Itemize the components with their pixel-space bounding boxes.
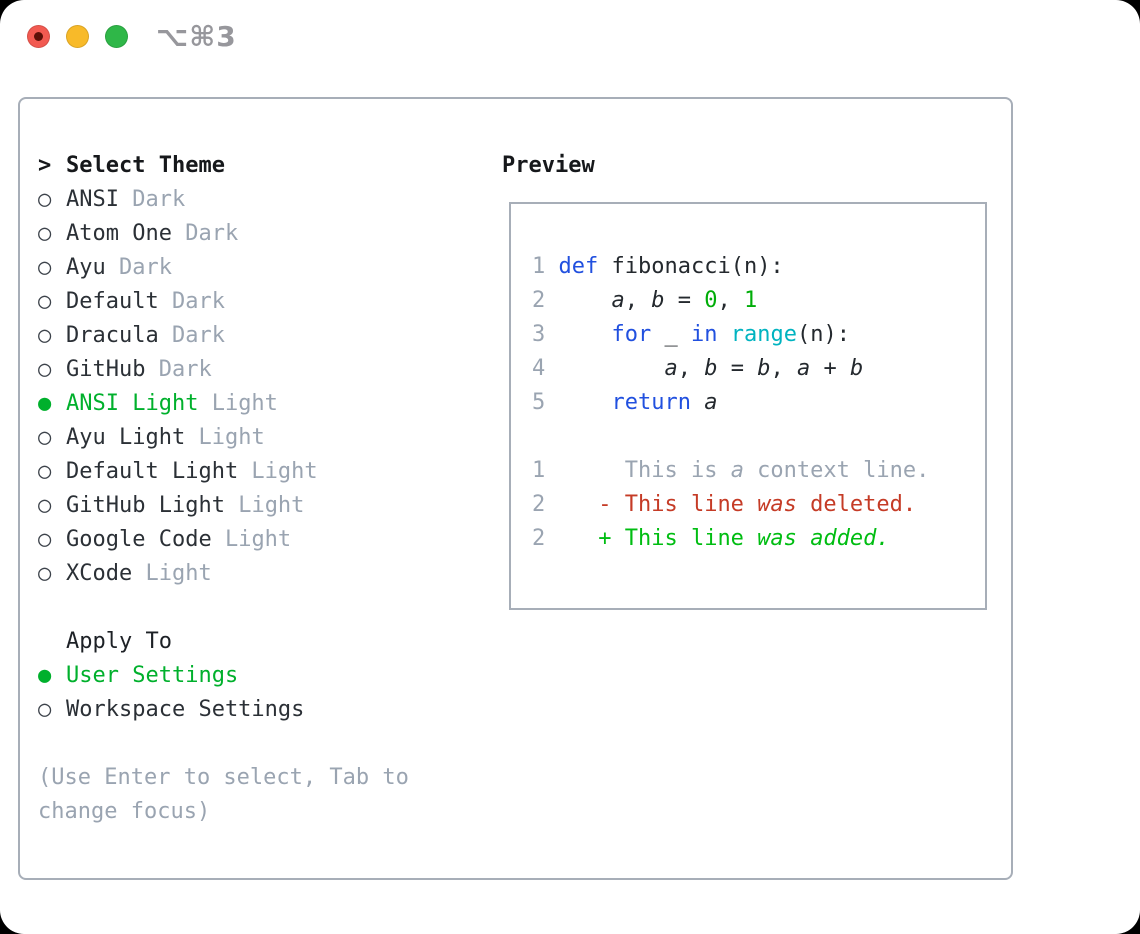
theme-name: Google Code [66,527,212,552]
theme-variant-tag: Light [211,527,292,552]
apply-to-header: Apply To [38,625,488,659]
preview-box: 1 def fibonacci(n): 2 a, b = 0, 1 3 for _ … [509,202,987,610]
code-line: 1 This is a context line. [532,458,930,483]
radio-unselected-icon: ○ [38,697,52,722]
select-theme-header: > Select Theme [38,149,488,183]
theme-name: Default Light [66,459,239,484]
spacer [38,591,488,625]
theme-variant-tag: Light [185,425,265,450]
code-line: 2 a, b = 0, 1 [532,288,758,313]
theme-name: Ayu [66,255,106,280]
theme-option-default-light[interactable]: ○ Default Light Light [38,455,488,489]
theme-variant-tag: Dark [158,323,225,348]
radio-unselected-icon: ○ [38,187,52,212]
code-line: 1 def fibonacci(n): [532,254,784,279]
radio-unselected-icon: ○ [38,561,52,586]
theme-name: Dracula [66,323,159,348]
theme-variant-tag: Dark [145,357,212,382]
radio-unselected-icon: ○ [38,527,52,552]
theme-variant-tag: Light [224,493,305,518]
theme-option-google-code[interactable]: ○ Google Code Light [38,523,488,557]
theme-option-github[interactable]: ○ GitHub Dark [38,353,488,387]
radio-selected-icon: ● [38,663,52,688]
code-line [532,420,929,454]
apply-option-workspace-settings[interactable]: ○ Workspace Settings [38,693,488,727]
radio-unselected-icon: ○ [38,357,52,382]
theme-list: ○ ANSI Dark ○ Atom One Dark ○ Ayu Dark ○ Defaul… [38,183,488,591]
theme-name: GitHub Light [66,493,225,518]
theme-picker-panel: > Select Theme ○ANSI Dark○Atom One Dark○… [18,97,1013,880]
radio-unselected-icon: ○ [38,425,52,450]
theme-variant-tag: Dark [118,187,186,212]
theme-variant-tag: Dark [105,255,172,280]
theme-select-column: > Select Theme ○ANSI Dark○Atom One Dark○… [38,149,488,829]
spacer [38,727,488,761]
radio-unselected-icon: ○ [38,459,52,484]
theme-variant-tag: Light [198,391,278,416]
theme-variant-tag: Light [132,561,212,586]
select-theme-title: Select Theme [66,153,225,178]
code-line: 4 a, b = b, a + b [532,356,864,381]
keyboard-shortcut-hint: ⌥⌘3 [156,20,237,53]
radio-unselected-icon: ○ [38,323,52,348]
help-text-line2: change focus) [38,799,211,824]
theme-variant-tag: Dark [158,289,225,314]
theme-name: GitHub [66,357,146,382]
close-icon[interactable] [27,25,50,48]
help-text-line1: (Use Enter to select, Tab to [38,765,409,790]
radio-unselected-icon: ○ [38,255,52,280]
theme-variant-tag: Light [238,459,318,484]
theme-name: Atom One [66,221,172,246]
titlebar: ⌥⌘3 [27,20,237,53]
code-line: 5 return a [532,390,718,415]
code-line: 3 for _ in range(n): [532,322,850,347]
apply-option-user-settings[interactable]: ● User Settings [38,659,488,693]
apply-to-options: ● User Settings ○ Workspace Settings [38,659,488,727]
theme-name: Ayu Light [66,425,186,450]
theme-name: ANSI Light [66,391,199,416]
radio-unselected-icon: ○ [38,289,52,314]
radio-unselected-icon: ○ [38,493,52,518]
zoom-icon[interactable] [105,25,128,48]
code-line: 2 + This line was added. [532,526,890,551]
theme-name: ANSI [66,187,119,212]
apply-option-label: User Settings [66,663,239,688]
theme-name: XCode [66,561,133,586]
theme-option-github-light[interactable]: ○ GitHub Light Light [38,489,488,523]
radio-unselected-icon: ○ [38,221,52,246]
theme-option-ayu[interactable]: ○ Ayu Dark [38,251,488,285]
theme-variant-tag: Dark [171,221,239,246]
radio-selected-icon: ● [38,391,52,416]
theme-option-xcode[interactable]: ○ XCode Light [38,557,488,591]
prompt-icon: > [38,153,52,178]
code-line: 2 - This line was deleted. [532,492,917,517]
apply-to-title: Apply To [66,629,172,654]
theme-option-ansi-light[interactable]: ● ANSI Light Light [38,387,488,421]
theme-option-dracula[interactable]: ○ Dracula Dark [38,319,488,353]
theme-option-atom-one[interactable]: ○ Atom One Dark [38,217,488,251]
code-preview: 1 def fibonacci(n): 2 a, b = 0, 1 3 for _ … [532,250,929,556]
apply-option-label: Workspace Settings [66,697,305,722]
theme-option-default[interactable]: ○ Default Dark [38,285,488,319]
theme-name: Default [66,289,159,314]
preview-title: Preview [502,153,595,178]
minimize-icon[interactable] [66,25,89,48]
theme-option-ayu-light[interactable]: ○ Ayu Light Light [38,421,488,455]
theme-option-ansi[interactable]: ○ ANSI Dark [38,183,488,217]
